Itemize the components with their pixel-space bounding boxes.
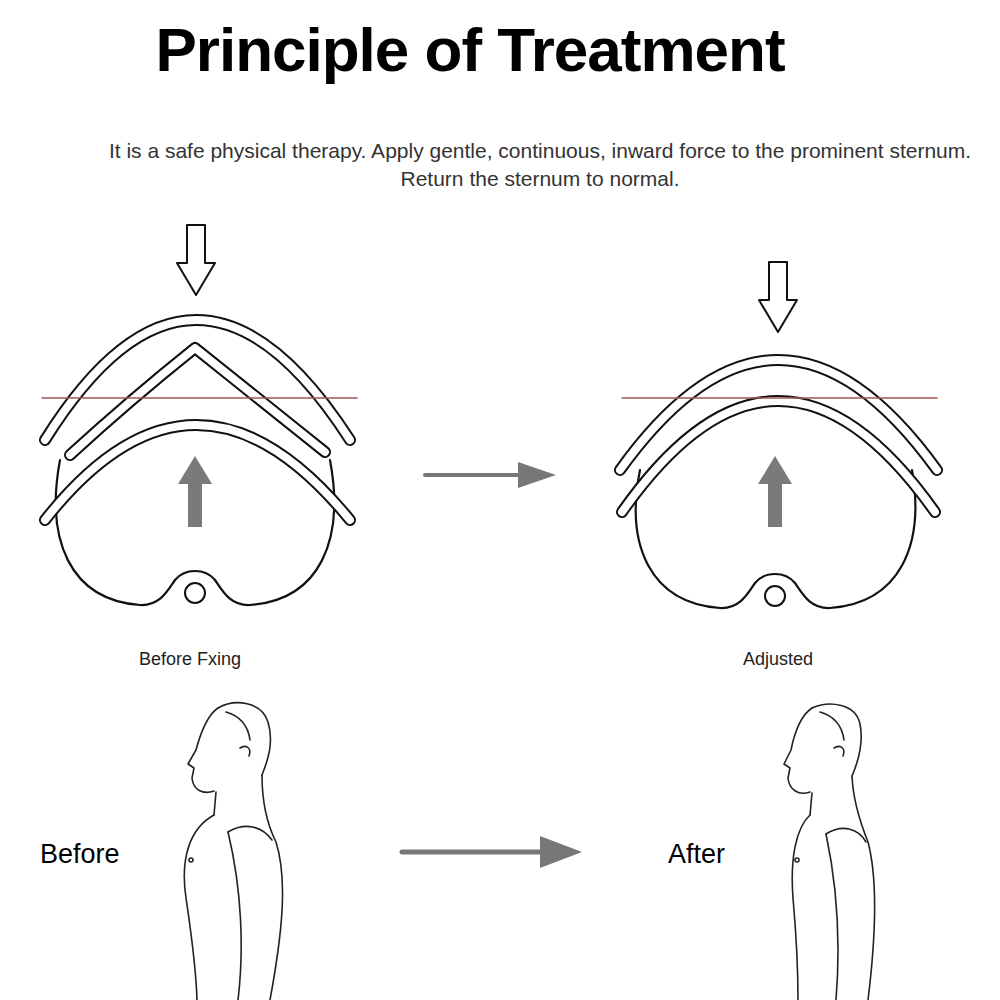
subtitle-note: It is a safe physical therapy. Apply gen… <box>100 137 980 193</box>
transition-arrow <box>402 462 582 868</box>
chest-adjusted <box>620 262 937 608</box>
chest-before <box>42 225 357 605</box>
figure-label: After <box>668 838 788 870</box>
title: Principle of Treatment <box>40 14 900 85</box>
figure-label: Before <box>40 838 190 870</box>
panel-label: Adjusted <box>668 648 888 670</box>
panel-label: Before Fxing <box>80 648 300 670</box>
person-after <box>784 704 875 1000</box>
person-before <box>184 703 282 1000</box>
